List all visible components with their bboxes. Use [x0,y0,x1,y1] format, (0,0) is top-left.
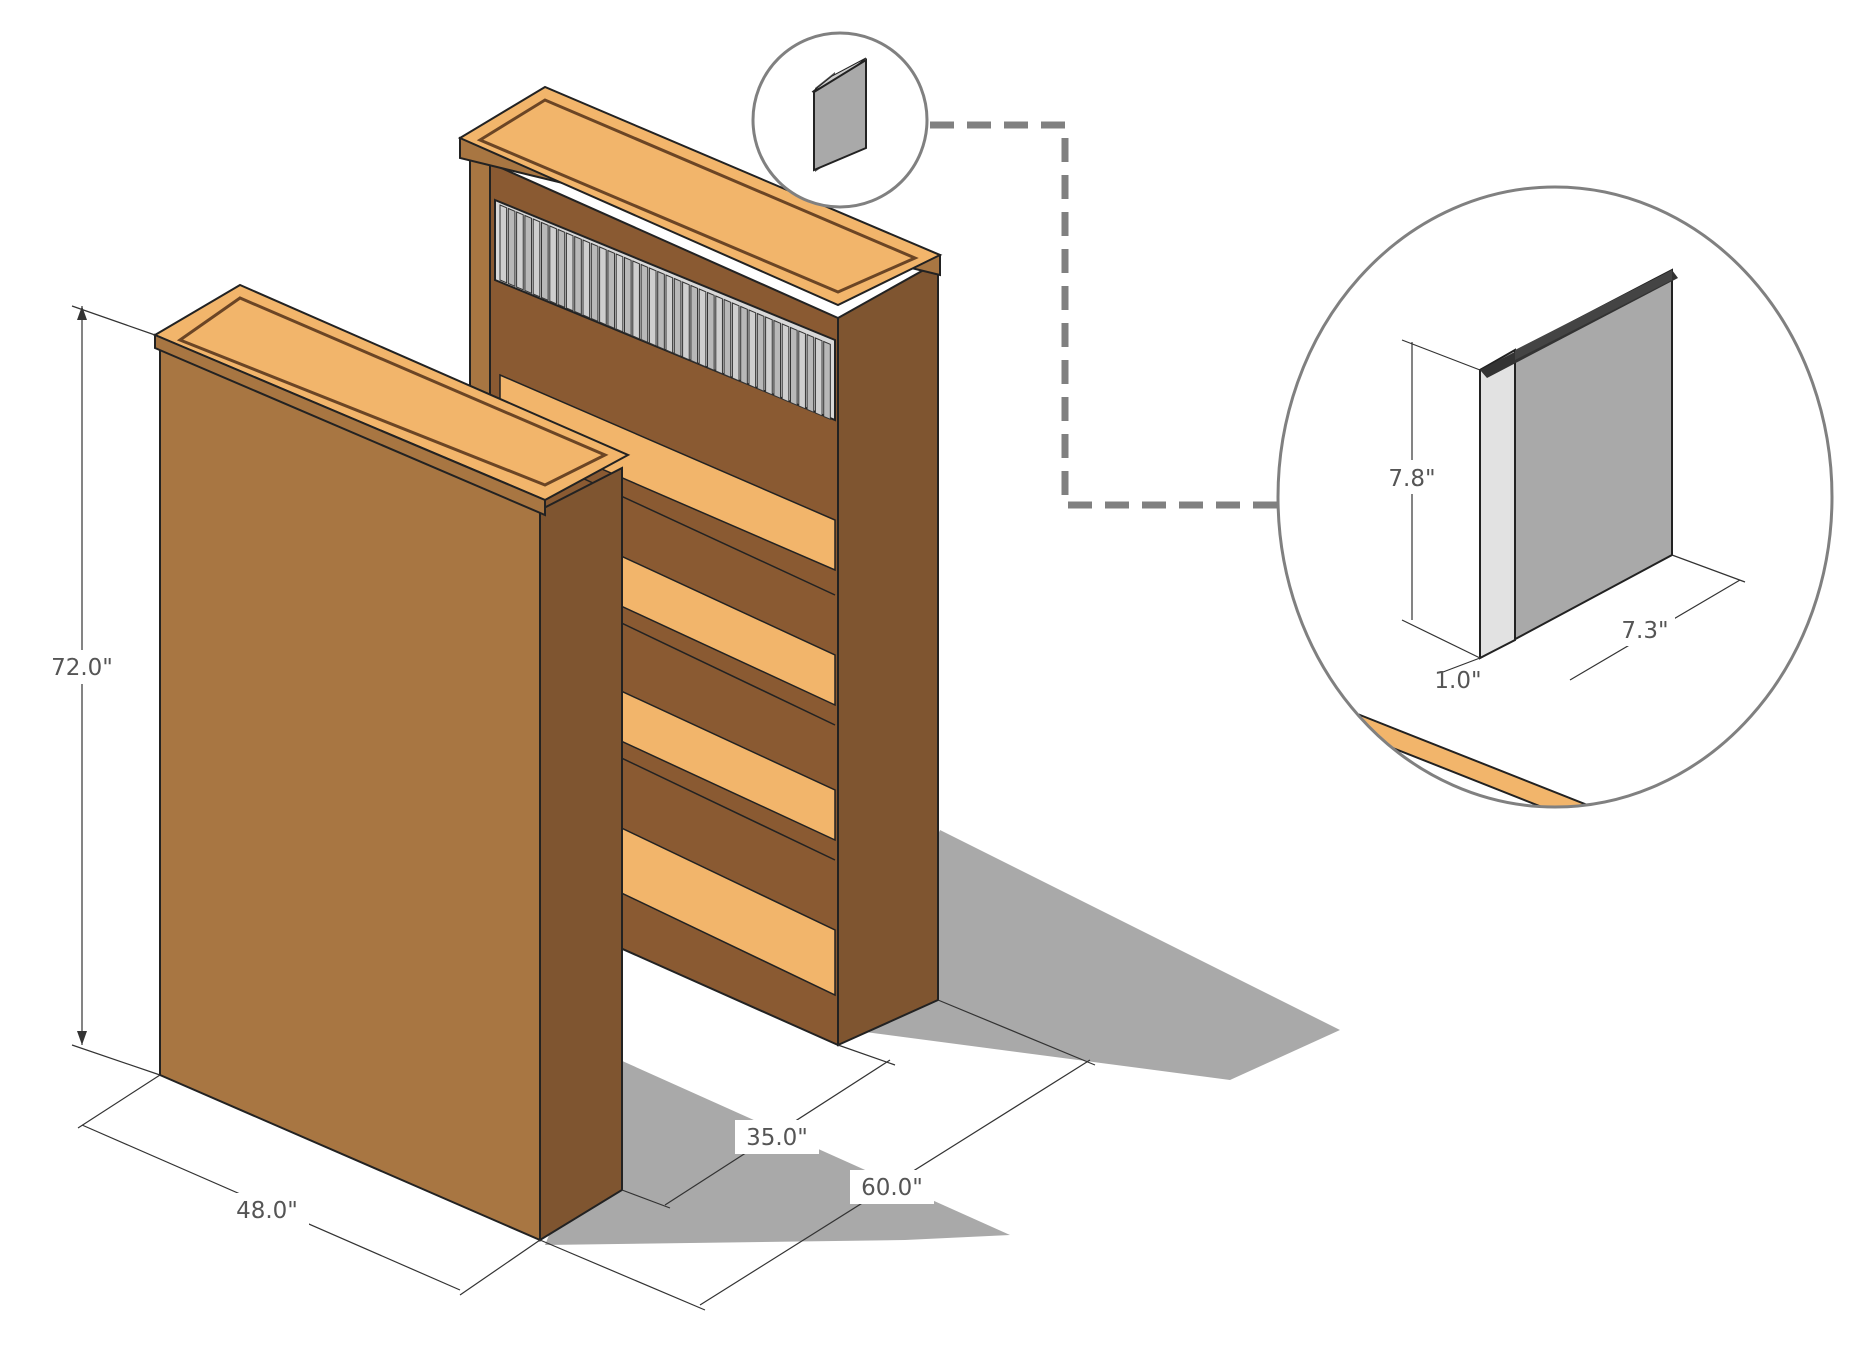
dimensions: 72.0" 48.0" 35.0" 60.0" [40,305,1096,1311]
book-spine-small [632,260,640,340]
book-spine-small [723,298,732,379]
book-height-ext-top [1401,339,1481,371]
book-spine-small [590,242,599,323]
width-label: 48.0" [236,1198,298,1224]
height-ext-bottom [71,1044,161,1076]
book-spine-small [731,302,740,382]
book-spine-small [673,277,682,358]
front-bookcase-side [539,466,623,1242]
book-spine-small [814,337,823,417]
book-spine-small [715,295,723,375]
book-spine-small [682,281,690,361]
book-spine-small [499,204,508,284]
book-spine-small [781,323,790,403]
book-spine-small [607,249,616,330]
book-spines [499,204,831,421]
book-thickness-label: 1.0" [1434,668,1481,694]
book-spine-small [532,218,541,298]
width-label-bg [225,1193,309,1227]
callout-leader [930,121,1285,509]
book-height-label: 7.8" [1388,466,1435,492]
book-width-label-bg [1615,612,1675,646]
arrow-icon [77,1031,87,1045]
book-spine-small [790,326,798,407]
front-bookcase-top-rim [176,296,609,487]
book-spine-small [748,309,757,389]
book-callout-large: 7.8" 7.3" 1.0" [1276,185,1834,809]
book-spine-small [823,340,831,421]
width-ext-right [459,1239,541,1296]
book-spine-small [657,270,665,351]
book-spine-small [640,263,649,344]
book-spine-small [574,235,582,316]
depth-inner-ext-front [621,1189,671,1209]
depth-inner-label: 35.0" [746,1125,808,1151]
arrow-icon [77,306,87,320]
depth-inner-ext-back [837,1044,896,1066]
book-spine-small [507,207,516,288]
depth-total-ext-front [539,1239,706,1311]
width-ext-left [77,1074,161,1129]
book-spine-small [557,228,566,309]
book-spine-small [698,288,707,368]
book-spine-small [756,312,765,393]
height-label: 72.0" [51,655,113,681]
book-spine-small [773,319,782,400]
book-spine-small [690,284,699,365]
depth-total-dimension: 60.0" [539,999,1096,1311]
height-ext-top [71,305,156,336]
rear-bookcase-top [457,85,943,307]
depth-inner-label-bg [735,1120,819,1154]
width-dimension: 48.0" [77,1074,541,1296]
book-spine-small [582,239,591,319]
book-spine-small [765,316,773,396]
depth-total-label-bg [850,1170,934,1204]
rear-bookcase-side [837,260,939,1047]
rear-bookcase-shadow [850,830,1340,1080]
book-spine [1479,348,1516,660]
rear-bookcase-top-rim [476,98,919,294]
book-spine-small [648,267,657,347]
book-spine-small [516,211,524,291]
book-height-ext-bottom [1401,619,1481,659]
book-spine-small [740,305,748,386]
book-callout-small [751,31,929,209]
book-spine-small [798,330,806,410]
depth-total-ext-back [937,999,1096,1066]
book-thickness-line [1442,657,1481,673]
height-label-bg [40,650,124,684]
front-bookcase-top-lip [154,333,546,517]
book-spine-small [549,225,557,305]
book-spine-small [599,246,607,326]
book-spine-small [615,253,624,333]
book-spine-small [565,232,574,312]
book-spine-small [806,333,815,414]
book-spine-small [524,214,533,295]
depth-total-label: 60.0" [861,1175,923,1201]
book-height-label-bg [1382,460,1442,494]
height-dimension: 72.0" [40,305,161,1076]
book-spine-small [665,274,674,354]
book-spine-small [707,291,715,372]
rear-bookcase [457,85,943,1047]
book-top-edge [1515,270,1672,360]
depth-inner-dimension: 35.0" [621,1044,896,1209]
front-bookcase [152,283,631,1242]
book-width-label: 7.3" [1621,618,1668,644]
book-spine-small [624,256,632,337]
book-icon [813,58,867,172]
callout-circle-large [1276,185,1834,809]
book-width-ext [1671,554,1746,583]
book-spine-small [541,221,549,302]
